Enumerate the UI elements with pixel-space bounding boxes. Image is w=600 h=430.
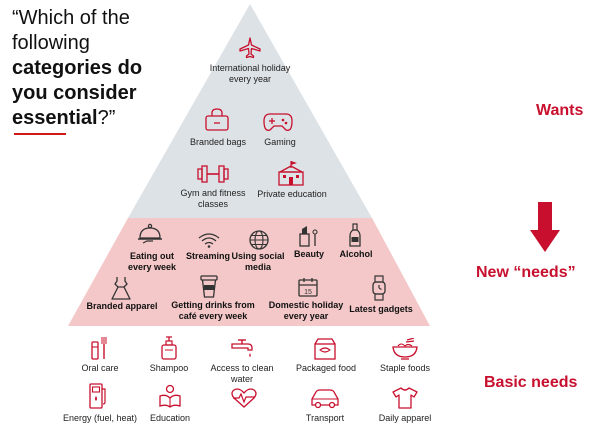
tier-label-basic-needs: Basic needs [484,374,578,391]
watch-icon [372,275,386,301]
wifi-icon [198,233,220,248]
question-close: ?” [97,107,116,129]
label-domestic-holiday: Domestic holiday every year [268,300,344,321]
label-branded-bags: Branded bags [189,137,247,147]
question-underline [14,133,66,135]
food-box-icon [314,338,336,360]
cloche-icon [138,223,162,244]
label-education: Education [149,413,191,423]
label-branded-apparel: Branded apparel [86,301,158,311]
tap-icon [231,339,253,357]
label-staple-foods: Staple foods [379,363,431,373]
label-daily-apparel: Daily apparel [378,413,432,423]
label-packaged-food: Packaged food [295,363,357,373]
label-eating-out: Eating out every week [127,251,177,272]
dress-icon [111,277,131,300]
wants-tier [128,4,372,218]
label-shampoo: Shampoo [149,363,189,373]
fuel-icon [89,383,106,409]
label-transport: Transport [305,413,345,423]
label-social-media: Using social media [231,251,285,272]
label-gaming: Gaming [264,137,296,147]
bowl-icon [392,338,418,360]
calendar-icon: 15 [298,278,318,297]
gamepad-icon [263,113,293,131]
label-drinks-cafe: Getting drinks from café every week [171,300,255,321]
label-international-holiday: International holiday every year [209,63,291,84]
new-needs-tier [68,218,430,326]
cup-icon [200,275,218,298]
shampoo-icon [161,336,177,360]
school-icon [278,161,304,186]
label-beauty: Beauty [293,249,324,259]
question-bold: categories do you consider essential [12,57,143,129]
label-gym: Gym and fitness classes [180,188,246,209]
label-oral-care: Oral care [81,363,119,373]
label-latest-gadgets: Latest gadgets [349,304,413,314]
question-text: “Which of the following categories do yo… [12,6,182,131]
tshirt-icon [392,387,418,409]
svg-text:15: 15 [304,289,312,296]
bottle-icon [349,223,361,247]
label-streaming: Streaming [185,251,230,261]
label-alcohol: Alcohol [339,249,373,259]
question-open: “Which of the following [12,7,130,54]
label-clean-water: Access to clean water [210,363,274,384]
bag-icon [205,108,229,131]
toothbrush-icon [91,337,107,360]
heartbeat-icon [231,388,257,408]
car-icon [311,389,339,409]
globe-icon [249,230,269,250]
label-private-education: Private education [257,189,327,199]
lipstick-icon [299,226,318,247]
label-energy: Energy (fuel, heat) [62,413,138,423]
down-arrow-icon [530,202,560,252]
airplane-icon [239,37,261,59]
tier-label-wants: Wants [536,102,584,119]
book-reader-icon [159,384,181,408]
dumbbell-icon [197,165,229,183]
tier-label-new-needs: New “needs” [476,264,576,281]
